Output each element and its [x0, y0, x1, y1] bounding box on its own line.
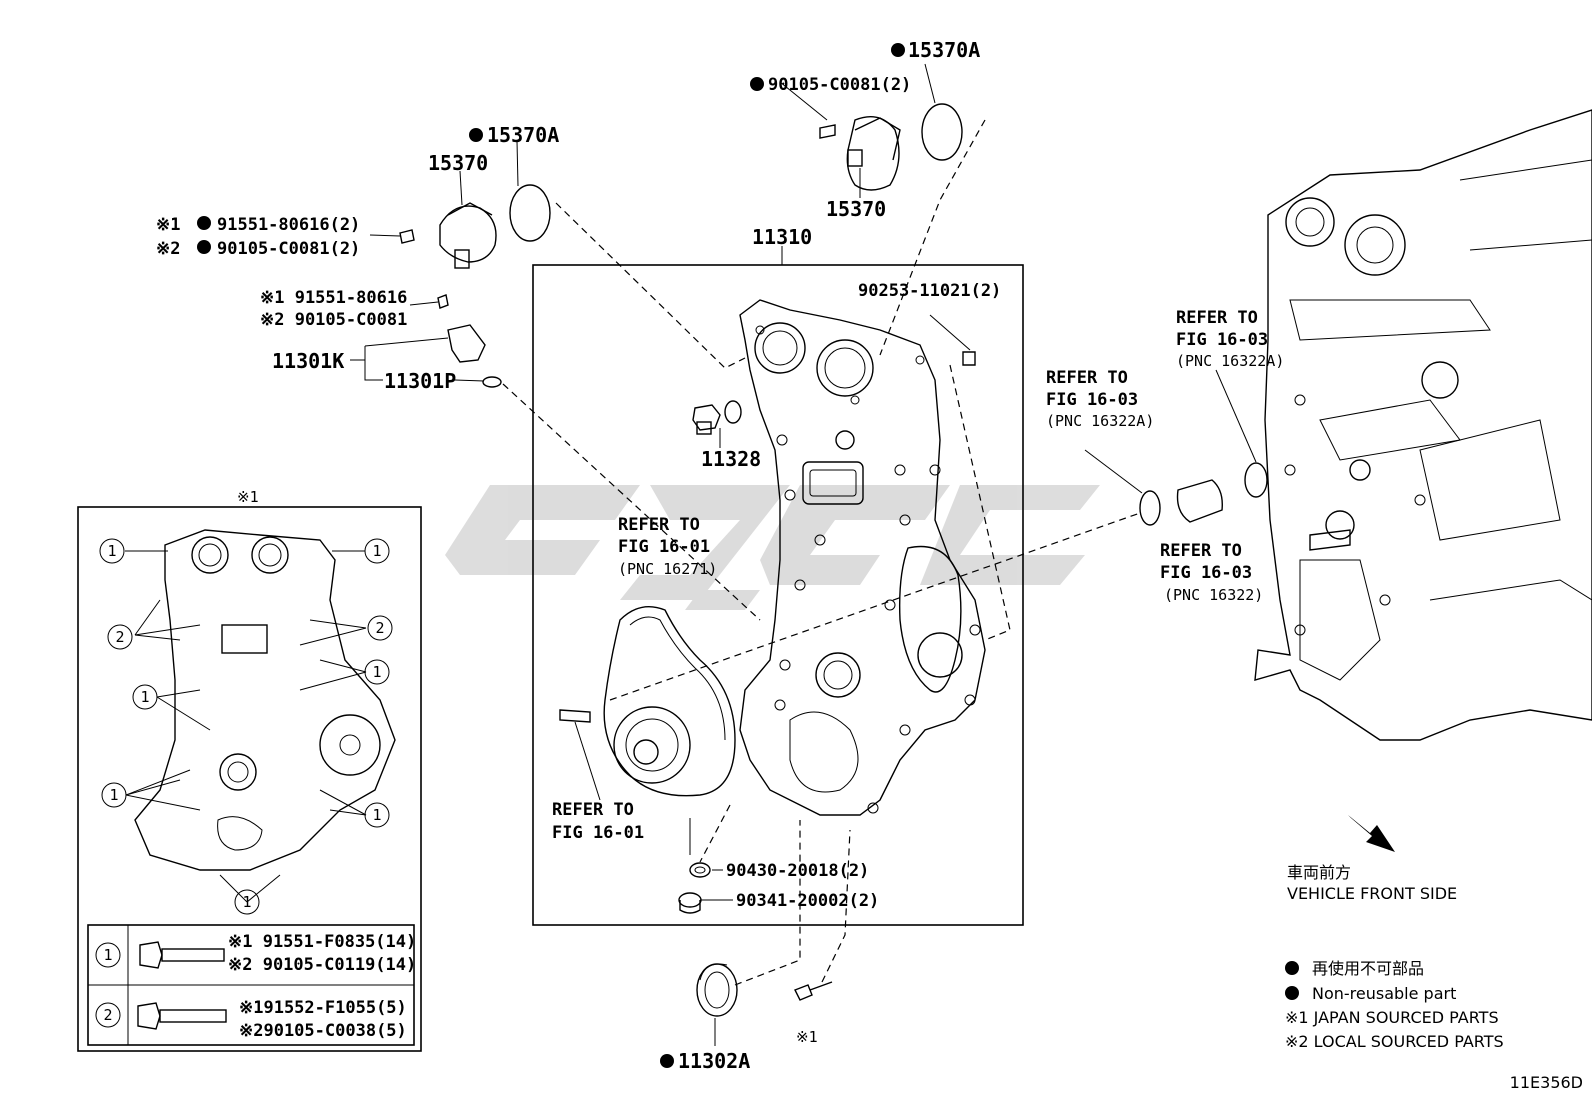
label-gasket-left: 15370A — [487, 123, 559, 147]
inset-cover-drawing — [134, 529, 396, 871]
label-gasket-top: 15370A — [908, 38, 980, 62]
legend-local-sourced: ※2 LOCAL SOURCED PARTS — [1285, 1032, 1504, 1051]
inset-row1-a: ※1 91551-F0835(14) — [228, 932, 416, 952]
direction-en: VEHICLE FRONT SIDE — [1287, 884, 1457, 903]
label-refer-b-3: (PNC 16322A) — [1176, 352, 1284, 370]
label-plug-11328: 11328 — [701, 447, 761, 471]
label-refer-a-2: FIG 16-03 — [1046, 390, 1138, 410]
legend-nonreuse-jp: 再使用不可部品 — [1312, 959, 1424, 978]
projection-lines — [502, 119, 1141, 986]
watermark-logo — [445, 485, 1100, 610]
plug-11328-drawing — [692, 400, 742, 448]
inset-callout-numbers: 1 1 2 2 1 1 1 1 1 — [107, 542, 384, 911]
label-plug: 90341-20002(2) — [736, 891, 879, 911]
label-refer-a-1: REFER TO — [1046, 368, 1128, 388]
svg-text:2: 2 — [375, 619, 384, 637]
svg-text:1: 1 — [109, 786, 118, 804]
legend-jp-sourced: ※1 JAPAN SOURCED PARTS — [1285, 1008, 1499, 1027]
engine-block-drawing — [1254, 109, 1592, 741]
label-stud: 90253-11021(2) — [858, 281, 1001, 301]
legend-nonreuse-en: Non-reusable part — [1312, 984, 1456, 1003]
label-sensor-p: 11301P — [384, 369, 456, 393]
label-refer-b-2: FIG 16-03 — [1176, 330, 1268, 350]
top-actuator-drawing — [819, 103, 963, 191]
svg-text:2: 2 — [115, 628, 124, 646]
inset-bolt2-id: 2 — [103, 1006, 112, 1024]
label-bolt-left-1-mark: ※1 — [156, 215, 180, 235]
label-seal: 11302A — [678, 1049, 750, 1073]
label-washer: 90430-20018(2) — [726, 861, 869, 881]
inset-bolt1-id: 1 — [103, 946, 112, 964]
inset-box — [77, 506, 422, 1052]
label-bolt-top: 90105-C0081(2) — [768, 75, 911, 95]
right-o-rings-drawing — [1139, 462, 1268, 526]
oil-seal-drawing — [696, 963, 738, 1017]
front-direction-arrow-icon — [1348, 815, 1395, 852]
label-cover: 11310 — [752, 225, 812, 249]
label-bolt-left-2-mark: ※2 — [156, 239, 180, 259]
label-refer-c-2: FIG 16-03 — [1160, 563, 1252, 583]
label-bottom-bolt-mark: ※1 — [796, 1028, 818, 1046]
svg-text:1: 1 — [107, 542, 116, 560]
water-pump-drawing — [559, 606, 736, 801]
timing-chain-cover-drawing — [739, 299, 986, 816]
inset-row2-a: ※191552-F1055(5) — [239, 998, 407, 1018]
svg-text:1: 1 — [372, 663, 381, 681]
label-refer-c-3: (PNC 16322) — [1164, 586, 1263, 604]
inset-row1-b: ※2 90105-C0119(14) — [228, 955, 416, 975]
label-refer-pump-b1: REFER TO — [552, 800, 634, 820]
svg-text:1: 1 — [140, 688, 149, 706]
svg-text:1: 1 — [372, 806, 381, 824]
cam-sensor-drawing — [437, 294, 502, 388]
inset-row2-b: ※290105-C0038(5) — [239, 1021, 407, 1041]
bottom-bolt-drawing — [794, 981, 833, 1001]
label-actuator-left: 15370 — [428, 151, 488, 175]
label-bolt-left-1: 91551-80616(2) — [217, 215, 360, 235]
inset-bolt-table — [87, 924, 415, 1046]
label-sensor-bolt-1: ※1 91551-80616 — [260, 288, 407, 308]
svg-text:1: 1 — [372, 542, 381, 560]
left-actuator-drawing — [399, 184, 551, 269]
label-refer-b-1: REFER TO — [1176, 308, 1258, 328]
label-refer-pump-1: REFER TO — [618, 515, 700, 535]
svg-text:1: 1 — [242, 893, 251, 911]
stud-bolt-drawing — [929, 314, 976, 366]
label-refer-c-1: REFER TO — [1160, 541, 1242, 561]
inset-leaders — [125, 550, 367, 903]
label-actuator-top: 15370 — [826, 197, 886, 221]
label-refer-pump-b2: FIG 16-01 — [552, 823, 644, 843]
label-refer-a-3: (PNC 16322A) — [1046, 412, 1154, 430]
label-sensor-bolt-2: ※2 90105-C0081 — [260, 310, 407, 330]
washer-90430-drawing — [689, 862, 711, 878]
inset-callout-circles — [99, 538, 393, 915]
direction-jp: 車両前方 — [1287, 863, 1351, 882]
label-bolt-left-2: 90105-C0081(2) — [217, 239, 360, 259]
nonreusable-dot-icons — [197, 43, 1299, 1068]
label-refer-pump-2: FIG 16-01 — [618, 537, 710, 557]
inset-title: ※1 — [237, 488, 259, 506]
label-refer-pump-3: (PNC 16271) — [618, 560, 717, 578]
diagram-id: 11E356D — [1510, 1073, 1583, 1092]
label-sensor-k: 11301K — [272, 349, 344, 373]
cover-assembly-box — [532, 264, 1024, 926]
leader-lines — [350, 63, 1257, 1046]
